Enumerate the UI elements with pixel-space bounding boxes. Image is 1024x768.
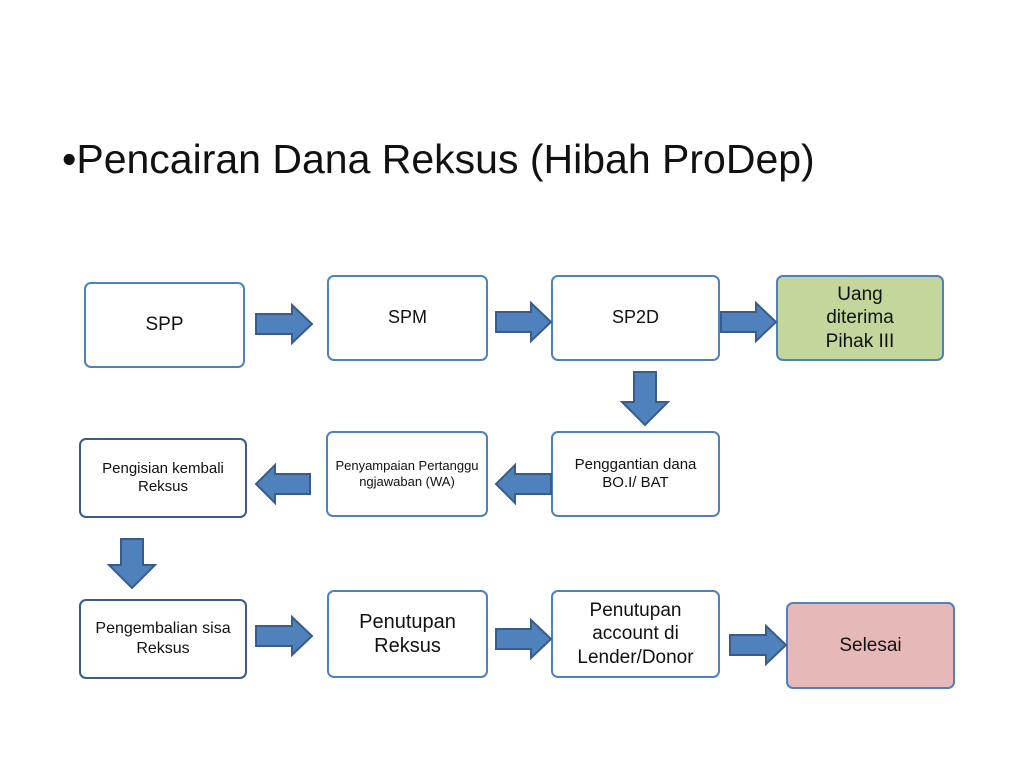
node-penutupan-reksus: Penutupan Reksus xyxy=(327,590,488,678)
node-sp2d: SP2D xyxy=(551,275,720,361)
node-sp2d-label: SP2D xyxy=(611,307,660,328)
arrow-spp-to-spm xyxy=(255,302,314,346)
arrow-spm-to-sp2d xyxy=(495,300,553,344)
node-penutupan-account: Penutupan account di Lender/Donor xyxy=(551,590,720,678)
node-selesai-label: Selesai xyxy=(839,634,902,656)
node-spm-label: SPM xyxy=(387,307,427,328)
node-penggantian-dana: Penggantian dana BO.I/ BAT xyxy=(551,431,720,517)
node-selesai: Selesai xyxy=(786,602,955,689)
node-spp: SPP xyxy=(84,282,245,368)
slide-title: •Pencairan Dana Reksus (Hibah ProDep) xyxy=(62,136,815,182)
node-pengembalian-sisa-label: Pengembalian sisa Reksus xyxy=(95,620,231,657)
node-pengisian-kembali: Pengisian kembali Reksus xyxy=(79,438,247,518)
node-spm: SPM xyxy=(327,275,488,361)
node-penutupan-account-label: Penutupan account di Lender/Donor xyxy=(577,600,694,668)
arrow-penyampaian-to-pengisian xyxy=(254,462,311,506)
arrow-penggantian-to-penyampaian xyxy=(494,462,552,506)
node-penyampaian-label: Penyampaian Pertanggungjawaban (WA) xyxy=(335,458,479,489)
node-pengisian-kembali-label: Pengisian kembali Reksus xyxy=(102,459,224,495)
arrow-sp2d-to-penggantian xyxy=(619,371,671,427)
arrow-pengembalian-to-penutupan-reksus xyxy=(255,614,314,658)
arrow-penutupan-reksus-to-account xyxy=(495,617,553,661)
arrow-account-to-selesai xyxy=(729,623,788,667)
node-spp-label: SPP xyxy=(145,314,184,336)
node-pengembalian-sisa: Pengembalian sisa Reksus xyxy=(79,599,247,679)
arrow-sp2d-to-uang xyxy=(720,300,778,344)
node-uang-diterima-label: Uang diterima Pihak III xyxy=(825,284,895,352)
node-penutupan-reksus-label: Penutupan Reksus xyxy=(359,610,456,657)
arrow-pengisian-to-pengembalian xyxy=(106,538,158,590)
node-penggantian-dana-label: Penggantian dana BO.I/ BAT xyxy=(574,455,697,491)
node-uang-diterima: Uang diterima Pihak III xyxy=(776,275,944,361)
node-penyampaian: Penyampaian Pertanggungjawaban (WA) xyxy=(326,431,488,517)
